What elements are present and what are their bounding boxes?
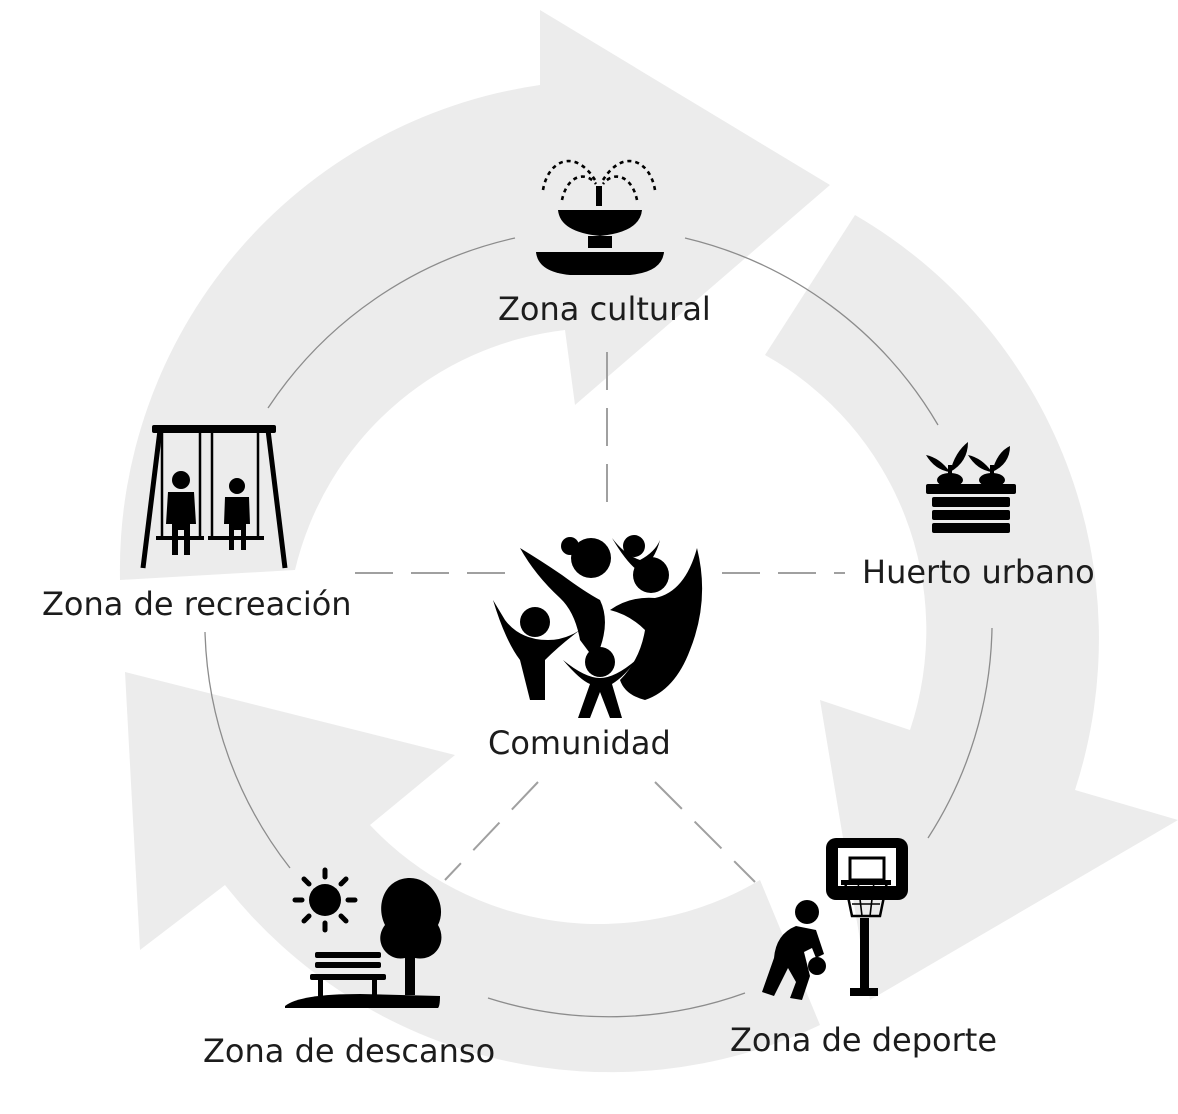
zone-label-descanso: Zona de descanso [203, 1032, 496, 1070]
arc-huerto-deporte [927, 627, 993, 839]
arc-cultural-huerto [684, 237, 939, 426]
center-label: Comunidad [488, 724, 671, 762]
arc-deporte-descanso [487, 992, 746, 1018]
spokes [355, 352, 845, 883]
arc-descanso-recreacion [204, 631, 291, 869]
swing-icon [140, 425, 288, 569]
cycle-arrow-bottom [125, 672, 820, 1073]
fountain-icon [536, 159, 664, 275]
cycle-arrows [119, 10, 1178, 1073]
spoke-deporte [654, 781, 756, 883]
cycle-arrow-right [765, 215, 1178, 1000]
zone-label-huerto: Huerto urbano [862, 553, 1095, 591]
spoke-descanso [444, 781, 539, 881]
connecting-arcs [204, 237, 993, 1018]
community-icon [493, 535, 703, 718]
cycle-arrow-top [119, 10, 831, 580]
zone-label-cultural: Zona cultural [498, 290, 711, 328]
zone-label-deporte: Zona de deporte [730, 1021, 998, 1059]
arc-recreacion-cultural [267, 237, 516, 409]
zone-label-recreacion: Zona de recreación [42, 585, 352, 623]
plant-pot-icon [926, 442, 1016, 533]
basketball-player-icon [762, 838, 908, 1000]
park-bench-icon [285, 867, 442, 1008]
